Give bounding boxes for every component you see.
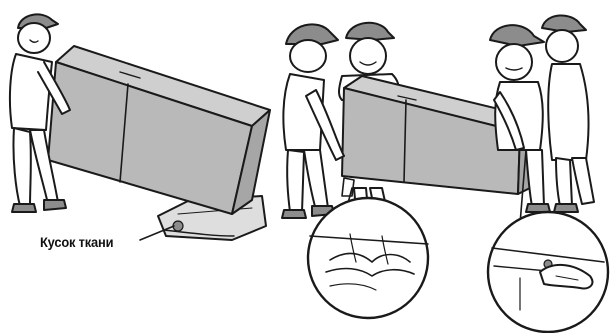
detail-circle-hands: [308, 198, 428, 318]
right-panel-scene: [282, 15, 608, 332]
person-left: [10, 14, 70, 212]
person-far-right: [542, 15, 594, 212]
tilted-refrigerator: [48, 46, 270, 214]
cloth-label: Кусок ткани: [40, 234, 113, 250]
detail-circle-rear-grip: [488, 212, 608, 332]
left-panel-scene: [10, 14, 270, 240]
